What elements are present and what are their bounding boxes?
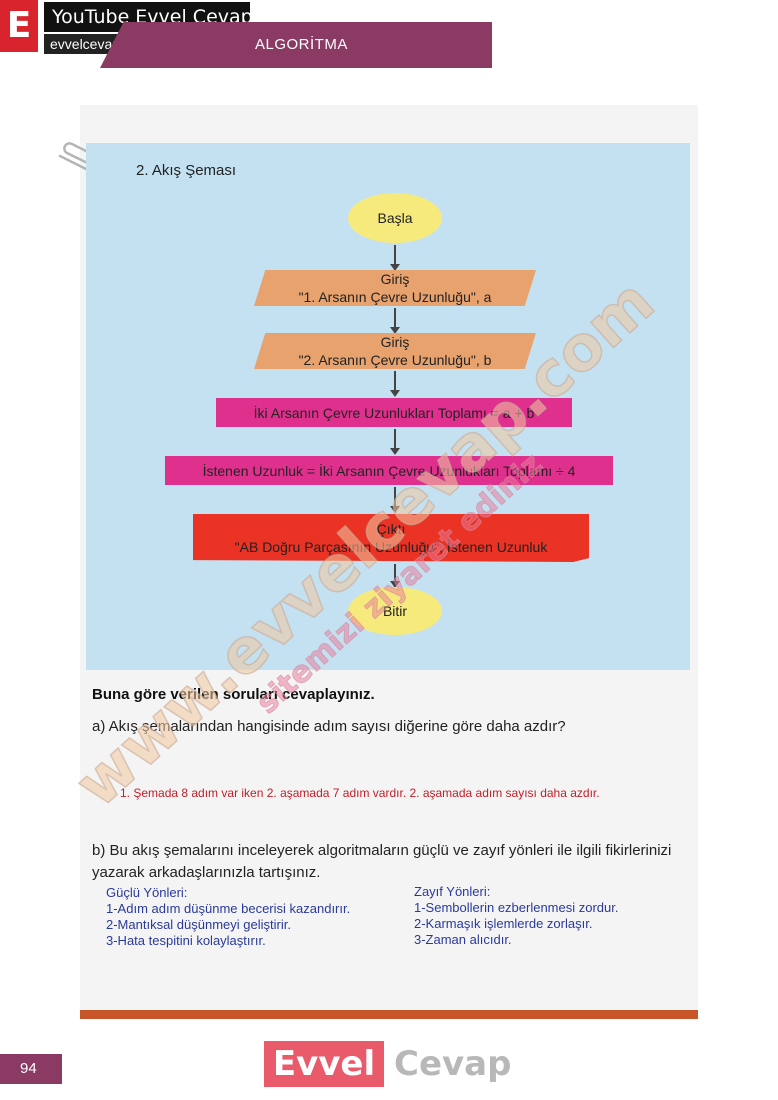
bottom-rule bbox=[80, 1010, 698, 1019]
weakness-item: 2-Karmaşık işlemlerde zorlaşır. bbox=[414, 916, 593, 931]
weakness-item: 1-Sembollerin ezberlenmesi zordur. bbox=[414, 900, 619, 915]
footer-logo-evvel: Evvel bbox=[264, 1041, 384, 1087]
input1-text: "1. Arsanın Çevre Uzunluğu", a bbox=[298, 289, 492, 305]
strength-item: 2-Mantıksal düşünmeyi geliştirir. bbox=[106, 917, 291, 932]
weaknesses-title: Zayıf Yönleri: bbox=[414, 884, 491, 899]
arrow-process2-output bbox=[390, 487, 400, 513]
process1-node: İki Arsanın Çevre Uzunlukları Toplamı = … bbox=[216, 398, 572, 427]
question-a: a) Akış şemalarından hangisinde adım say… bbox=[92, 718, 566, 735]
input1-label: Giriş bbox=[380, 271, 410, 287]
page-number: 94 bbox=[0, 1054, 62, 1084]
weaknesses-column: Zayıf Yönleri: 1-Sembollerin ezberlenmes… bbox=[414, 884, 618, 948]
process2-text: İstenen Uzunluk = İki Arsanın Çevre Uzun… bbox=[202, 462, 576, 479]
arrow-process1-process2 bbox=[390, 429, 400, 455]
input2-text: "2. Arsanın Çevre Uzunluğu", b bbox=[298, 352, 492, 368]
strength-item: 1-Adım adım düşünme becerisi kazandırır. bbox=[106, 901, 351, 916]
weakness-item: 3-Zaman alıcıdır. bbox=[414, 932, 512, 947]
process2-node: İstenen Uzunluk = İki Arsanın Çevre Uzun… bbox=[165, 456, 613, 485]
brand-logo-badge: E bbox=[0, 0, 38, 52]
arrow-input2-process1 bbox=[390, 371, 400, 397]
arrow-start-input1 bbox=[390, 245, 400, 271]
chapter-banner bbox=[100, 22, 492, 68]
start-node: Başla bbox=[348, 193, 442, 243]
chapter-title: ALGORİTMA bbox=[255, 36, 348, 53]
question-b-line1: b) Bu akış şemalarını inceleyerek algori… bbox=[92, 842, 672, 859]
question-b-line2: yazarak arkadaşlarınızla tartışınız. bbox=[92, 864, 321, 881]
arrow-output-end bbox=[390, 564, 400, 588]
output-node: Çıktı "AB Doğru Parçasının Uzunluğu", İs… bbox=[193, 514, 589, 562]
answer-a: 1. Şemada 8 adım var iken 2. aşamada 7 a… bbox=[120, 786, 600, 800]
start-label: Başla bbox=[377, 210, 413, 226]
output-text: "AB Doğru Parçasının Uzunluğu", İstenen … bbox=[234, 539, 548, 555]
input2-node: Giriş "2. Arsanın Çevre Uzunluğu", b bbox=[254, 333, 536, 369]
input1-node: Giriş "1. Arsanın Çevre Uzunluğu", a bbox=[254, 270, 536, 306]
end-label: Bitir bbox=[382, 603, 408, 619]
strengths-column: Güçlü Yönleri: 1-Adım adım düşünme becer… bbox=[106, 885, 350, 949]
process1-text: İki Arsanın Çevre Uzunlukları Toplamı = … bbox=[253, 404, 535, 421]
question-b: b) Bu akış şemalarını inceleyerek algori… bbox=[92, 840, 692, 884]
input2-label: Giriş bbox=[380, 334, 410, 350]
end-node: Bitir bbox=[348, 587, 442, 635]
strength-item: 3-Hata tespitini kolaylaştırır. bbox=[106, 933, 266, 948]
questions-heading: Buna göre verilen soruları cevaplayınız. bbox=[92, 686, 375, 703]
arrow-input1-input2 bbox=[390, 308, 400, 334]
flowchart-heading: 2. Akış Şeması bbox=[136, 162, 237, 179]
output-label: Çıktı bbox=[376, 521, 406, 537]
footer-logo-cevap: Cevap bbox=[394, 1044, 512, 1084]
strengths-title: Güçlü Yönleri: bbox=[106, 885, 188, 900]
